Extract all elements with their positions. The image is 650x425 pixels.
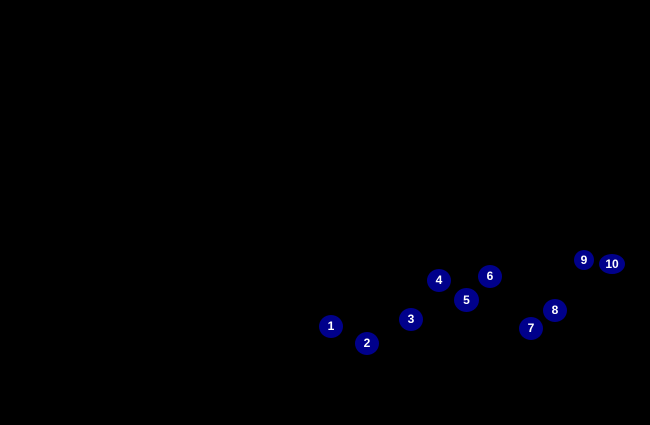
- map-marker-2: 2: [355, 332, 379, 355]
- map-marker-6: 6: [478, 265, 502, 288]
- map-marker-1: 1: [319, 315, 343, 338]
- map-marker-10: 10: [599, 254, 625, 274]
- map-marker-8: 8: [543, 299, 567, 322]
- map-marker-9: 9: [574, 250, 594, 270]
- map-marker-7: 7: [519, 317, 543, 340]
- map-marker-3: 3: [399, 308, 423, 331]
- map-marker-4: 4: [427, 269, 451, 292]
- map-marker-5: 5: [454, 288, 479, 312]
